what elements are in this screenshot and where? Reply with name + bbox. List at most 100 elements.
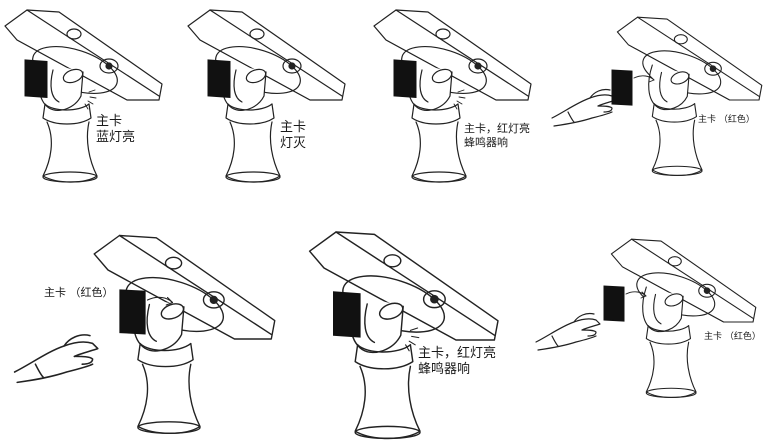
caption-line: 主卡 （红色） xyxy=(698,115,755,125)
lock-knob-center xyxy=(209,295,218,305)
arm-joint xyxy=(664,293,684,307)
lock-knob xyxy=(99,58,119,74)
card-drawing xyxy=(611,69,655,106)
lock-knob-center xyxy=(703,287,711,295)
light-ray xyxy=(456,100,463,105)
arm-inner-line xyxy=(419,69,429,103)
arm-joint xyxy=(62,68,84,84)
collar xyxy=(354,344,414,370)
hand-wrinkle xyxy=(34,363,44,378)
lock-knob xyxy=(282,58,302,74)
pedestal-base xyxy=(42,171,98,183)
collar-top xyxy=(139,342,192,352)
tablet-stand-illustration xyxy=(535,238,757,398)
lock-knob xyxy=(468,58,488,74)
panel-1: 主卡 蓝灯亮 xyxy=(0,0,180,200)
hand-thumb xyxy=(589,88,611,99)
tablet-stand-illustration xyxy=(187,9,346,183)
caption-line: 灯灭 xyxy=(280,136,307,152)
card-drawing xyxy=(603,285,647,322)
pedestal-base xyxy=(354,425,421,440)
camera-ring xyxy=(667,256,682,267)
light-ray xyxy=(405,344,410,352)
stand-drawing xyxy=(4,9,163,183)
panel-caption: 主卡，红灯亮 蜂鸣器响 xyxy=(464,122,530,150)
tablet-top-edge xyxy=(26,9,160,97)
panel-caption: 主卡 灯灭 xyxy=(280,120,306,153)
hand-drawing xyxy=(13,334,99,384)
camera-ring xyxy=(164,256,183,270)
light-ray xyxy=(87,100,94,105)
panel-3: 主卡，红灯亮 蜂鸣器响 xyxy=(364,0,554,200)
caption-line: 主卡 （红色） xyxy=(44,286,114,299)
light-ray xyxy=(408,340,416,346)
caption-line: 主卡 （红色） xyxy=(704,332,761,342)
arm-joint xyxy=(245,68,267,84)
collar-top xyxy=(227,103,273,111)
tablet-top-edge xyxy=(118,234,272,336)
hand-wrinkle xyxy=(551,335,559,347)
hand-palm xyxy=(537,335,597,351)
motion-arrow-head xyxy=(640,291,647,299)
light-ray xyxy=(453,103,458,110)
stand-drawing xyxy=(616,16,763,176)
panel-caption: 主卡 （红色） xyxy=(698,115,755,126)
panel-caption: 主卡 蓝灯亮 xyxy=(96,114,135,147)
stand-drawing xyxy=(373,9,532,183)
card-drawing xyxy=(119,289,174,335)
collar xyxy=(411,103,461,125)
tablet-top-edge xyxy=(209,9,343,97)
lock-knob xyxy=(704,61,722,76)
pedestal-base xyxy=(411,171,467,183)
collar xyxy=(651,103,698,123)
collar xyxy=(225,103,275,125)
arm-joint xyxy=(160,303,185,320)
caption-line: 主卡，红灯亮 xyxy=(464,122,530,135)
pedestal-base xyxy=(137,421,201,434)
light-ray xyxy=(458,96,466,99)
tablet-top-edge xyxy=(637,16,760,97)
light-ray xyxy=(89,96,97,99)
collar-top xyxy=(653,103,696,110)
arm-inner-line xyxy=(364,303,376,344)
caption-line: 主卡 xyxy=(280,120,307,135)
light-ray xyxy=(88,89,96,93)
panel-caption: 主卡 （红色） xyxy=(44,286,114,300)
hand-back xyxy=(551,94,617,119)
panel-4: 主卡 （红色） xyxy=(550,0,775,200)
collar xyxy=(137,342,194,368)
stand-drawing xyxy=(308,231,499,440)
arm-joint xyxy=(378,302,404,320)
tablet-top-edge xyxy=(335,231,496,336)
tablet-stand-illustration xyxy=(13,234,276,434)
hand-drawing xyxy=(551,88,617,127)
camera-ring xyxy=(435,28,451,40)
arm-inner-line xyxy=(659,71,668,103)
hand-back xyxy=(535,318,601,343)
lock-knob-center xyxy=(288,62,296,70)
hand-palm xyxy=(16,363,94,384)
panel-2: 主卡 灯灭 xyxy=(180,0,360,200)
arm-joint xyxy=(670,71,690,85)
motion-arrow-head xyxy=(165,296,174,306)
stand-drawing xyxy=(187,9,346,183)
hand-finger xyxy=(597,105,613,113)
panel-caption: 主卡 （红色） xyxy=(704,332,761,343)
caption-line: 蜂鸣器响 xyxy=(464,135,508,149)
black-card xyxy=(24,59,48,99)
arm-inner-line xyxy=(50,69,60,103)
camera-ring xyxy=(383,254,402,268)
hand-finger xyxy=(73,355,94,365)
lock-knob xyxy=(698,283,716,298)
arm-inner-line xyxy=(653,293,662,325)
light-ray xyxy=(411,335,420,339)
tablet-body xyxy=(616,16,763,101)
panel-caption: 主卡，红灯亮 蜂鸣器响 xyxy=(418,346,496,379)
camera-ring xyxy=(673,34,688,45)
black-card xyxy=(393,59,417,99)
black-card xyxy=(207,59,231,99)
black-card xyxy=(333,291,361,338)
caption-line: 蓝灯亮 xyxy=(96,130,136,146)
collar xyxy=(645,325,692,345)
panel-6: 主卡，红灯亮 蜂鸣器响 xyxy=(300,220,530,448)
